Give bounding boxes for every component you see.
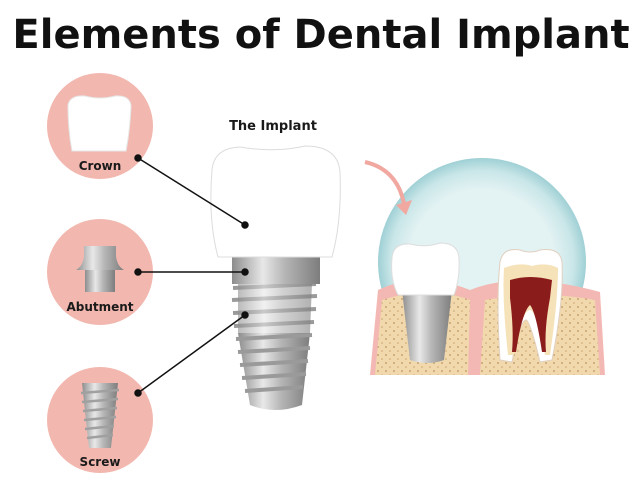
part-label-crown: Crown <box>79 159 122 173</box>
implant-in-bone <box>402 290 452 363</box>
crown-part: Crown <box>47 73 153 179</box>
page-title: Elements of Dental Implant <box>12 12 629 58</box>
implant-crown-small <box>391 242 460 296</box>
screw-icon <box>80 383 120 448</box>
implant-heading: The Implant <box>229 119 317 134</box>
leader-lines <box>134 154 249 397</box>
part-label-abutment: Abutment <box>66 300 133 314</box>
abutment-part: Abutment <box>47 219 153 325</box>
screw-part: Screw <box>47 367 153 473</box>
implant-crown <box>210 145 341 258</box>
crown-icon <box>67 95 132 152</box>
tooth-pulp <box>510 277 552 352</box>
abutment-icon <box>76 246 124 292</box>
comparison-illustration <box>364 158 605 375</box>
implant-illustration <box>210 145 341 410</box>
part-label-screw: Screw <box>80 455 121 469</box>
